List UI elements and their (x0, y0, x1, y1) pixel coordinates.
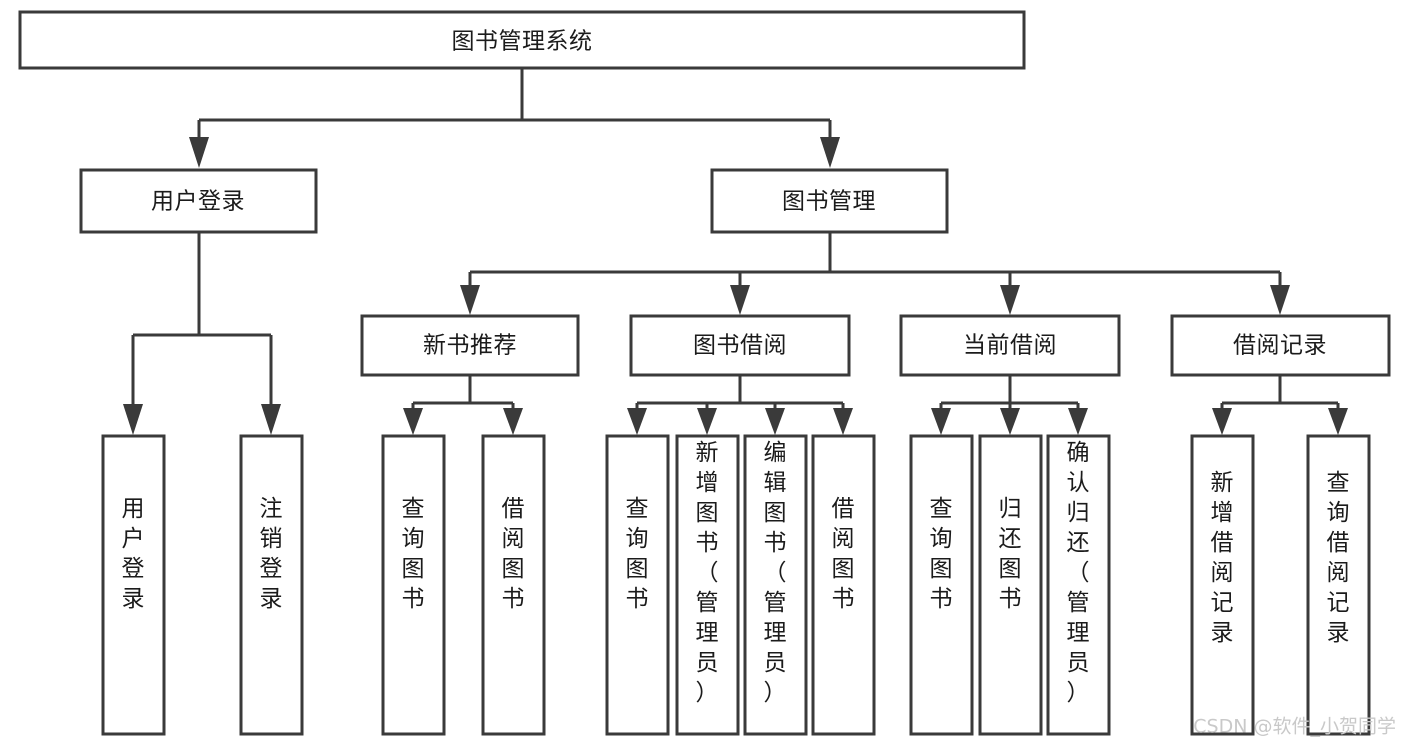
arrow-icon-borrowrecord-leaf-1 (1328, 408, 1348, 435)
node-label-current-borrow: 当前借阅 (963, 333, 1057, 359)
node-box-borrow-record[interactable] (1170, 314, 1391, 377)
node-box-new-book-recommend[interactable] (360, 314, 580, 377)
node-label-leaf-book-borrow-1: 新增图书（管理员） (696, 440, 719, 706)
node-current-borrow[interactable]: 当前借阅 (899, 314, 1121, 377)
arrow-icon-bookborrow-leaf-1 (697, 408, 717, 435)
node-label-leaf-borrow-record-1: 查询借阅记录 (1327, 470, 1350, 646)
node-box-root[interactable] (18, 10, 1026, 70)
node-box-leaf-book-borrow-2[interactable] (743, 434, 808, 736)
node-label-book-borrow: 图书借阅 (693, 333, 787, 359)
node-leaf-new-book-0[interactable]: 查询图书 (381, 434, 446, 736)
watermark-label: CSDN @软件_小贺同学 (1193, 716, 1396, 738)
connector-group-userlogin-to-leaves (123, 232, 281, 435)
node-label-new-book-recommend: 新书推荐 (423, 333, 517, 359)
node-leaf-borrow-record-0[interactable]: 新增借阅记录 (1190, 434, 1255, 736)
arrow-icon-bookmgmt-child-2 (1000, 285, 1020, 315)
arrow-icon-bookmgmt-child-1 (730, 285, 750, 315)
node-leaf-user-login-1[interactable]: 注销登录 (239, 434, 304, 736)
node-box-leaf-borrow-record-0[interactable] (1190, 434, 1255, 736)
node-book-management[interactable]: 图书管理 (710, 168, 949, 234)
node-book-borrow[interactable]: 图书借阅 (629, 314, 851, 377)
node-box-user-login[interactable] (79, 168, 318, 234)
node-leaf-current-borrow-2[interactable]: 确认归还（管理员） (1046, 434, 1111, 736)
node-label-leaf-current-borrow-0: 查询图书 (930, 496, 953, 612)
node-leaf-user-login-0[interactable]: 用户登录 (101, 434, 166, 736)
node-leaf-borrow-record-1[interactable]: 查询借阅记录 (1306, 434, 1371, 736)
node-box-leaf-current-borrow-2[interactable] (1046, 434, 1111, 736)
node-label-leaf-current-borrow-2: 确认归还（管理员） (1067, 440, 1090, 706)
arrow-icon-bookborrow-leaf-0 (627, 408, 647, 435)
connector-group-borrowrecord-to-leaves (1212, 375, 1348, 435)
node-box-book-borrow[interactable] (629, 314, 851, 377)
node-box-book-management[interactable] (710, 168, 949, 234)
arrow-icon-userlogin-leaf-1 (261, 404, 281, 435)
arrow-icon-borrowrecord-leaf-0 (1212, 408, 1232, 435)
node-box-leaf-book-borrow-1[interactable] (675, 434, 740, 736)
arrow-icon-bookmgmt-child-3 (1270, 285, 1290, 315)
node-label-leaf-book-borrow-0: 查询图书 (626, 496, 649, 612)
node-box-leaf-user-login-0[interactable] (101, 434, 166, 736)
node-label-leaf-current-borrow-1: 归还图书 (999, 496, 1022, 612)
arrow-icon-bookborrow-leaf-2 (765, 408, 785, 435)
node-leaf-book-borrow-0[interactable]: 查询图书 (605, 434, 670, 736)
node-label-leaf-new-book-1: 借阅图书 (502, 496, 525, 612)
node-root-book-management-system[interactable]: 图书管理系统 (18, 10, 1026, 70)
node-leaf-book-borrow-2[interactable]: 编辑图书（管理员） (743, 434, 808, 736)
node-box-leaf-current-borrow-0[interactable] (909, 434, 974, 736)
node-box-leaf-borrow-record-1[interactable] (1306, 434, 1371, 736)
arrow-icon-currentborrow-leaf-1 (1000, 408, 1020, 435)
connector-group-bookborrow-to-leaves (627, 375, 853, 435)
node-leaf-book-borrow-3[interactable]: 借阅图书 (811, 434, 876, 736)
arrow-icon-root-to-book-mgmt (820, 137, 840, 168)
node-label-leaf-new-book-0: 查询图书 (402, 496, 425, 612)
arrow-icon-currentborrow-leaf-2 (1068, 408, 1088, 435)
node-box-leaf-user-login-1[interactable] (239, 434, 304, 736)
node-label-leaf-user-login-1: 注销登录 (260, 496, 283, 612)
node-box-leaf-new-book-1[interactable] (481, 434, 546, 736)
node-borrow-record[interactable]: 借阅记录 (1170, 314, 1391, 377)
arrow-icon-newbook-leaf-1 (503, 408, 523, 435)
node-label-root: 图书管理系统 (452, 29, 593, 55)
arrow-icon-newbook-leaf-0 (403, 408, 423, 435)
arrow-icon-bookborrow-leaf-3 (833, 408, 853, 435)
node-label-book-management: 图书管理 (782, 189, 876, 215)
arrow-icon-bookmgmt-child-0 (460, 285, 480, 315)
node-leaf-current-borrow-1[interactable]: 归还图书 (978, 434, 1043, 736)
arrow-icon-currentborrow-leaf-0 (931, 408, 951, 435)
node-label-leaf-user-login-0: 用户登录 (122, 496, 145, 612)
node-box-leaf-book-borrow-0[interactable] (605, 434, 670, 736)
node-label-borrow-record: 借阅记录 (1233, 333, 1327, 359)
node-leaf-new-book-1[interactable]: 借阅图书 (481, 434, 546, 736)
node-box-leaf-current-borrow-1[interactable] (978, 434, 1043, 736)
arrow-icon-userlogin-leaf-0 (123, 404, 143, 435)
connector-group-root-to-level1 (189, 68, 840, 168)
node-label-leaf-book-borrow-2: 编辑图书（管理员） (764, 440, 787, 706)
node-leaf-book-borrow-1[interactable]: 新增图书（管理员） (675, 434, 740, 736)
connector-group-bookmgmt-to-level2 (460, 232, 1290, 315)
node-label-leaf-book-borrow-3: 借阅图书 (832, 496, 855, 612)
connector-group-currentborrow-to-leaves (931, 375, 1088, 435)
node-box-leaf-new-book-0[interactable] (381, 434, 446, 736)
node-user-login[interactable]: 用户登录 (79, 168, 318, 234)
node-label-leaf-borrow-record-0: 新增借阅记录 (1211, 470, 1234, 646)
node-box-leaf-book-borrow-3[interactable] (811, 434, 876, 736)
node-new-book-recommend[interactable]: 新书推荐 (360, 314, 580, 377)
node-label-user-login: 用户登录 (151, 189, 245, 215)
connector-group-newbook-to-leaves (403, 375, 523, 435)
node-box-current-borrow[interactable] (899, 314, 1121, 377)
node-leaf-current-borrow-0[interactable]: 查询图书 (909, 434, 974, 736)
arrow-icon-root-to-user-login (189, 137, 209, 168)
